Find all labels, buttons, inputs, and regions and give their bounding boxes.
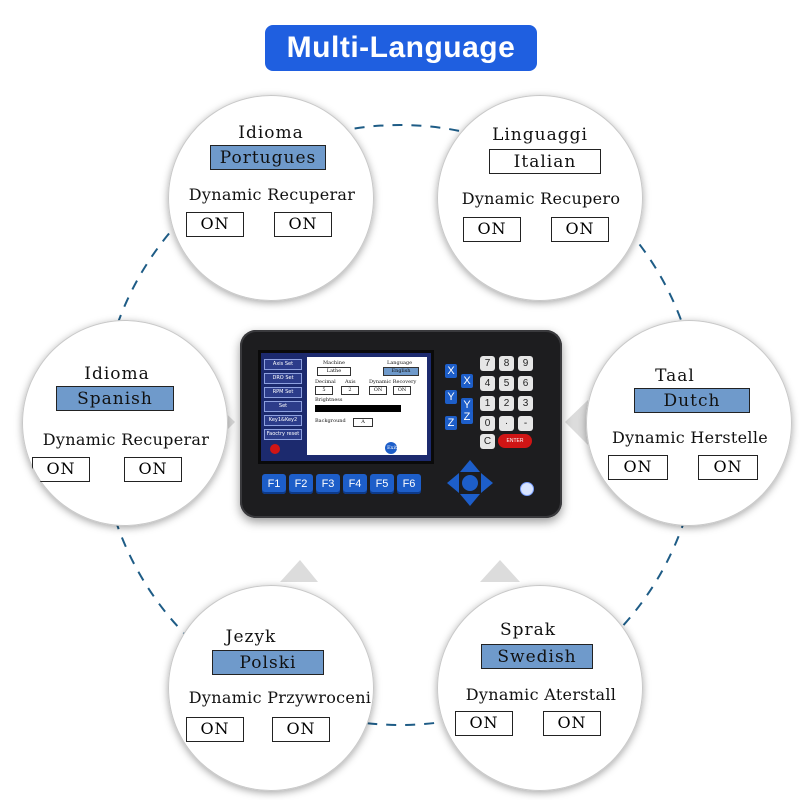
- language-label: Taal: [655, 366, 695, 386]
- key-0: 0: [480, 416, 495, 431]
- key-9: 9: [518, 356, 533, 371]
- key-dot: ·: [499, 416, 514, 431]
- dro-device: Axis Set DRO Set RPM Set Set Key1&Key2 F…: [240, 330, 562, 518]
- axis-key-x1: X: [445, 364, 457, 378]
- power-icon: [520, 482, 534, 496]
- device-screen: Axis Set DRO Set RPM Set Set Key1&Key2 F…: [258, 350, 434, 464]
- dpad: [447, 460, 493, 506]
- language-label: Jezyk: [225, 627, 277, 647]
- language-value: Swedish: [481, 644, 593, 669]
- arrow-up-icon: [460, 460, 480, 472]
- language-value: Polski: [212, 650, 324, 675]
- dynamic-label: Dynamic Przywroceni: [188, 688, 372, 707]
- key-f5: F5: [370, 474, 394, 494]
- axis-value: 2: [341, 386, 359, 395]
- bubble-portuguese: Idioma Portugues Dynamic Recuperar ON ON: [168, 95, 374, 301]
- on-toggle-1: ON: [455, 711, 513, 736]
- sidebar-item-factory-reset: Faoctry reset: [264, 429, 302, 440]
- language-value: English: [383, 367, 419, 376]
- key-f1: F1: [262, 474, 286, 494]
- on-toggle-1: ON: [463, 217, 521, 242]
- key-2: 2: [499, 396, 514, 411]
- axis-key-y1: Y: [445, 390, 457, 404]
- language-value: Spanish: [56, 386, 174, 411]
- language-label: Sprak: [499, 620, 557, 640]
- dyn-on-1: ON: [369, 386, 387, 395]
- page-title: Multi-Language: [265, 25, 537, 71]
- machine-value: Lathe: [317, 367, 351, 376]
- on-toggle-2: ON: [274, 212, 332, 237]
- key-4: 4: [480, 376, 495, 391]
- brightness-label: Brightness: [315, 397, 343, 403]
- bubble-dutch: Taal Dutch Dynamic Herstelle ON ON: [586, 320, 792, 526]
- exit-button: [385, 442, 397, 454]
- key-f4: F4: [343, 474, 367, 494]
- axis-label: Axis: [345, 379, 356, 385]
- arrow-left-icon: [447, 473, 459, 493]
- help-icon: [270, 444, 280, 454]
- screen-settings-panel: Machine Lathe Language English Decimal A…: [307, 357, 427, 455]
- decimal-value: 5: [315, 386, 333, 395]
- dynamic-label: Dynamic Recuperar: [42, 430, 210, 449]
- key-1: 1: [480, 396, 495, 411]
- language-label: Idioma: [84, 364, 150, 384]
- sidebar-item-axis-set: Axis Set: [264, 359, 302, 370]
- dynamic-recovery-label: Dynamic Recovery: [369, 379, 417, 385]
- on-toggle-2: ON: [124, 457, 182, 482]
- key-8: 8: [499, 356, 514, 371]
- on-toggle-1: ON: [186, 717, 244, 742]
- dynamic-label: Dynamic Aterstall: [465, 685, 617, 704]
- axis-key-x2: X: [461, 374, 473, 388]
- sidebar-item-set: Set: [264, 401, 302, 412]
- key-minus: -: [518, 416, 533, 431]
- language-label: Language: [387, 360, 413, 366]
- dyn-on-2: ON: [393, 386, 411, 395]
- on-toggle-1: ON: [32, 457, 90, 482]
- bubble-swedish: Sprak Swedish Dynamic Aterstall ON ON: [437, 585, 643, 791]
- brightness-bar: [315, 405, 401, 412]
- axis-key-z1: Z: [445, 416, 457, 430]
- bubble-polish: Jezyk Polski Dynamic Przywroceni ON ON: [168, 585, 374, 791]
- language-value: Italian: [489, 149, 601, 174]
- arrow-down-icon: [460, 494, 480, 506]
- on-toggle-1: ON: [608, 455, 668, 480]
- on-toggle-2: ON: [543, 711, 601, 736]
- on-toggle-2: ON: [551, 217, 609, 242]
- exit-label: Exit: [387, 445, 398, 451]
- axis-key-y2: Y: [461, 398, 473, 412]
- dynamic-label: Dynamic Recuperar: [188, 185, 356, 204]
- bubble-italian: Linguaggi Italian Dynamic Recupero ON ON: [437, 95, 643, 301]
- sidebar-item-rpm-set: RPM Set: [264, 387, 302, 398]
- language-value: Portugues: [210, 145, 326, 170]
- on-toggle-2: ON: [272, 717, 330, 742]
- dynamic-label: Dynamic Recupero: [461, 189, 621, 208]
- language-value: Dutch: [634, 388, 750, 413]
- key-7: 7: [480, 356, 495, 371]
- key-clear: C: [480, 434, 495, 449]
- axis-key-z2: Z: [461, 410, 473, 424]
- sidebar-item-dro-set: DRO Set: [264, 373, 302, 384]
- language-label: Linguaggi: [492, 125, 588, 145]
- key-6: 6: [518, 376, 533, 391]
- key-5: 5: [499, 376, 514, 391]
- on-toggle-2: ON: [698, 455, 758, 480]
- bubble-spanish: Idioma Spanish Dynamic Recuperar ON ON: [22, 320, 228, 526]
- on-toggle-1: ON: [186, 212, 244, 237]
- background-label: Background: [315, 418, 346, 424]
- enter-key: ENTER: [498, 434, 532, 448]
- key-f6: F6: [397, 474, 421, 494]
- machine-label: Machine: [323, 360, 345, 366]
- language-label: Idioma: [238, 123, 304, 143]
- sidebar-item-keys: Key1&Key2: [264, 415, 302, 426]
- key-3: 3: [518, 396, 533, 411]
- background-value: A: [353, 418, 373, 427]
- arrow-right-icon: [481, 473, 493, 493]
- screen-sidebar: Axis Set DRO Set RPM Set Set Key1&Key2 F…: [264, 359, 302, 457]
- decimal-label: Decimal: [315, 379, 336, 385]
- dynamic-label: Dynamic Herstelle: [611, 428, 769, 447]
- key-f2: F2: [289, 474, 313, 494]
- key-f3: F3: [316, 474, 340, 494]
